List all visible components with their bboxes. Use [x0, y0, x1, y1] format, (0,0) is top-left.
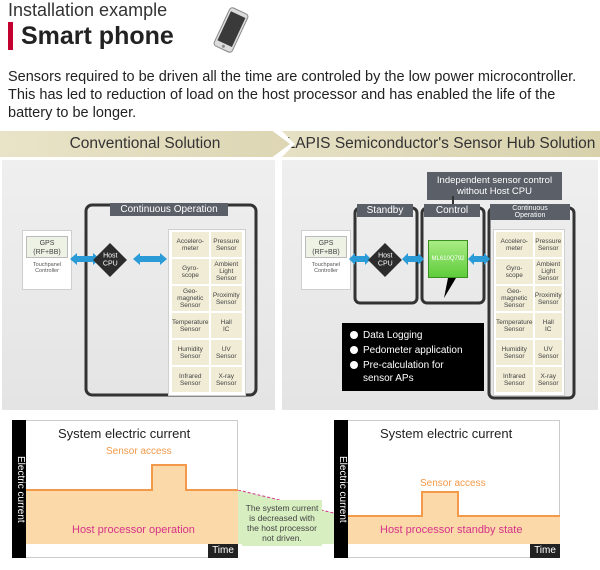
sensor-ambient-light-right: Ambient Light Sensor — [534, 259, 562, 284]
left-baseline-label: Host processor operation — [72, 524, 195, 536]
sensor-hall-ic-right: Hall IC — [534, 313, 562, 338]
arrow-gps-cpu-right — [349, 253, 371, 265]
sensor-grid-right: Accelero- meter Pressure Sensor Gyro- sc… — [496, 232, 562, 392]
sensor-uv: UV Sensor — [210, 340, 242, 365]
left-chart-ylabel: Electric current — [12, 420, 26, 558]
bullet-text: Data Logging — [363, 330, 423, 341]
bullet-dot — [350, 346, 358, 354]
arrow-mcu-sensors — [468, 253, 490, 265]
independent-control-note: Independent sensor control without Host … — [427, 172, 562, 200]
page-title: Smart phone — [8, 22, 174, 50]
sensor-proximity: Proximity Sensor — [210, 286, 242, 311]
sensor-pressure: Pressure Sensor — [210, 232, 242, 257]
smartphone-icon — [213, 7, 249, 53]
sensor-proximity-right: Proximity Sensor — [534, 286, 562, 311]
right-current-graph — [348, 491, 560, 544]
sensor-hub-solution-heading: LAPIS Semiconductor's Sensor Hub Solutio… — [282, 131, 600, 157]
sensor-ambient-light: Ambient Light Sensor — [210, 259, 242, 284]
right-chart-xlabel: Time — [530, 544, 560, 558]
installation-example-label: Installation example — [8, 0, 168, 20]
sensor-infrared: Infrared Sensor — [172, 367, 209, 392]
touchpanel-controller: Touchpanel Controller — [32, 262, 62, 274]
sensor-xray-right: X-ray Sensor — [534, 367, 562, 392]
touchpanel-controller-right: Touchpanel Controller — [311, 262, 341, 274]
sensor-uv-right: UV Sensor — [534, 340, 562, 365]
bullet-pedometer: Pedometer application — [350, 344, 476, 357]
sensor-xray: X-ray Sensor — [210, 367, 242, 392]
sensor-geomagnetic-right: Geo- magnetic Sensor — [496, 286, 533, 311]
left-sensor-access-label: Sensor access — [106, 446, 172, 457]
left-current-graph — [26, 464, 238, 544]
conventional-solution-label: Conventional Solution — [69, 135, 221, 152]
sensor-accelerometer-right: Accelero- meter — [496, 232, 533, 257]
host-cpu-label-right: Host CPU — [377, 252, 393, 267]
host-cpu-label: Host CPU — [102, 252, 118, 267]
right-baseline-label: Host processor standby state — [380, 524, 523, 536]
left-chart-xlabel: Time — [208, 544, 238, 558]
gps-module: GPS (RF+BB) — [26, 236, 68, 258]
bullet-dot — [350, 331, 358, 339]
continuous-operation-tag: Continuous Operation — [110, 203, 228, 216]
arrow-gps-cpu-left — [70, 253, 100, 265]
gps-module-right: GPS (RF+BB) — [305, 236, 347, 258]
conventional-solution-heading: Conventional Solution — [0, 131, 290, 157]
sensor-temperature: Temperature Sensor — [172, 313, 209, 338]
current-decrease-callout: The system current is decreased with the… — [242, 500, 322, 546]
sensor-pressure-right: Pressure Sensor — [534, 232, 562, 257]
bullet-dot — [350, 361, 358, 369]
standby-tag: Standby — [357, 204, 413, 217]
sensor-temperature-right: Temperature Sensor — [496, 313, 533, 338]
pointer-mcu-bullets — [444, 278, 456, 298]
sensor-infrared-right: Infrared Sensor — [496, 367, 533, 392]
sensor-hall-ic: Hall IC — [210, 313, 242, 338]
arrow-cpu-sensors-left — [133, 253, 167, 265]
mcu-functions-box: Data Logging Pedometer application Pre-c… — [342, 323, 484, 391]
sensor-grid-left: Accelero- meter Pressure Sensor Gyro- sc… — [172, 232, 242, 392]
sensor-humidity-right: Humidity Sensor — [496, 340, 533, 365]
sensor-gyroscope-right: Gyro- scope — [496, 259, 533, 284]
sensor-humidity: Humidity Sensor — [172, 340, 209, 365]
sensor-accelerometer: Accelero- meter — [172, 232, 209, 257]
control-tag: Control — [424, 204, 480, 217]
bullet-text: Pre-calculation for sensor APs — [363, 360, 444, 384]
sensor-hub-solution-label: LAPIS Semiconductor's Sensor Hub Solutio… — [286, 135, 596, 152]
right-chart-ylabel: Electric current — [334, 420, 348, 558]
right-chart-title: System electric current — [380, 426, 513, 441]
mcu-chip: ML610Q792 — [428, 240, 468, 278]
bullet-data-logging: Data Logging — [350, 329, 476, 342]
right-sensor-access-label: Sensor access — [420, 478, 486, 489]
left-chart-title: System electric current — [58, 426, 191, 441]
continuous-operation-tag-right: Continuous Operation — [490, 204, 570, 220]
bullet-pre-calculation: Pre-calculation for sensor APs — [350, 359, 476, 385]
sensor-geomagnetic: Geo- magnetic Sensor — [172, 286, 209, 311]
arrow-cpu-mcu — [402, 253, 424, 265]
sensor-gyroscope: Gyro- scope — [172, 259, 209, 284]
intro-text: Sensors required to be driven all the ti… — [8, 69, 577, 121]
bullet-text: Pedometer application — [363, 345, 463, 356]
